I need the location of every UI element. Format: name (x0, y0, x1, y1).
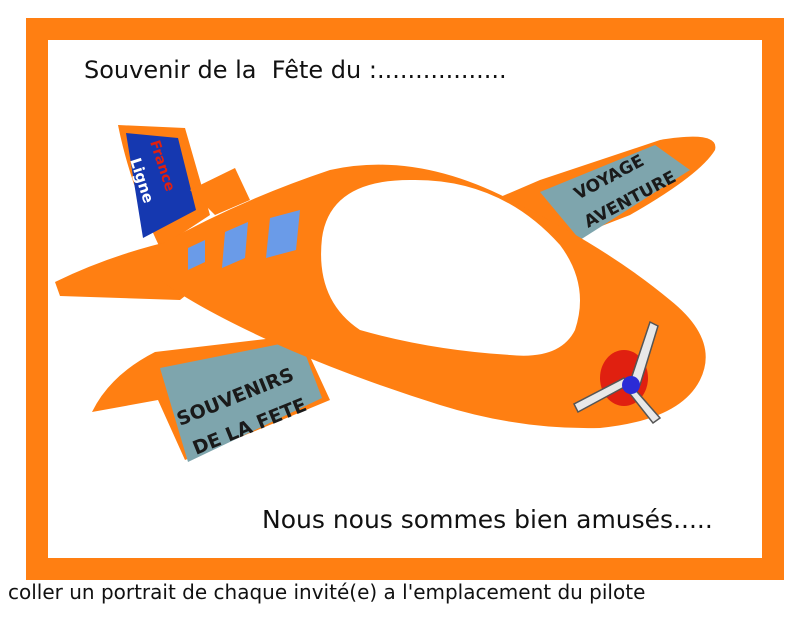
cockpit-window (321, 179, 580, 356)
tail-top-fin (190, 168, 250, 215)
passenger-window (266, 210, 300, 258)
closing-message: Nous nous sommes bien amusés..... (262, 505, 713, 534)
tail-panel (126, 133, 196, 238)
page-title: Souvenir de la Fête du :................… (84, 56, 507, 84)
upper-wing-panel (540, 145, 690, 240)
lower-wing-panel (160, 340, 322, 462)
passenger-window (188, 240, 205, 270)
propeller-hub (622, 376, 640, 394)
passenger-window (222, 222, 248, 268)
instruction-text: coller un portrait de chaque invité(e) a… (8, 580, 646, 604)
